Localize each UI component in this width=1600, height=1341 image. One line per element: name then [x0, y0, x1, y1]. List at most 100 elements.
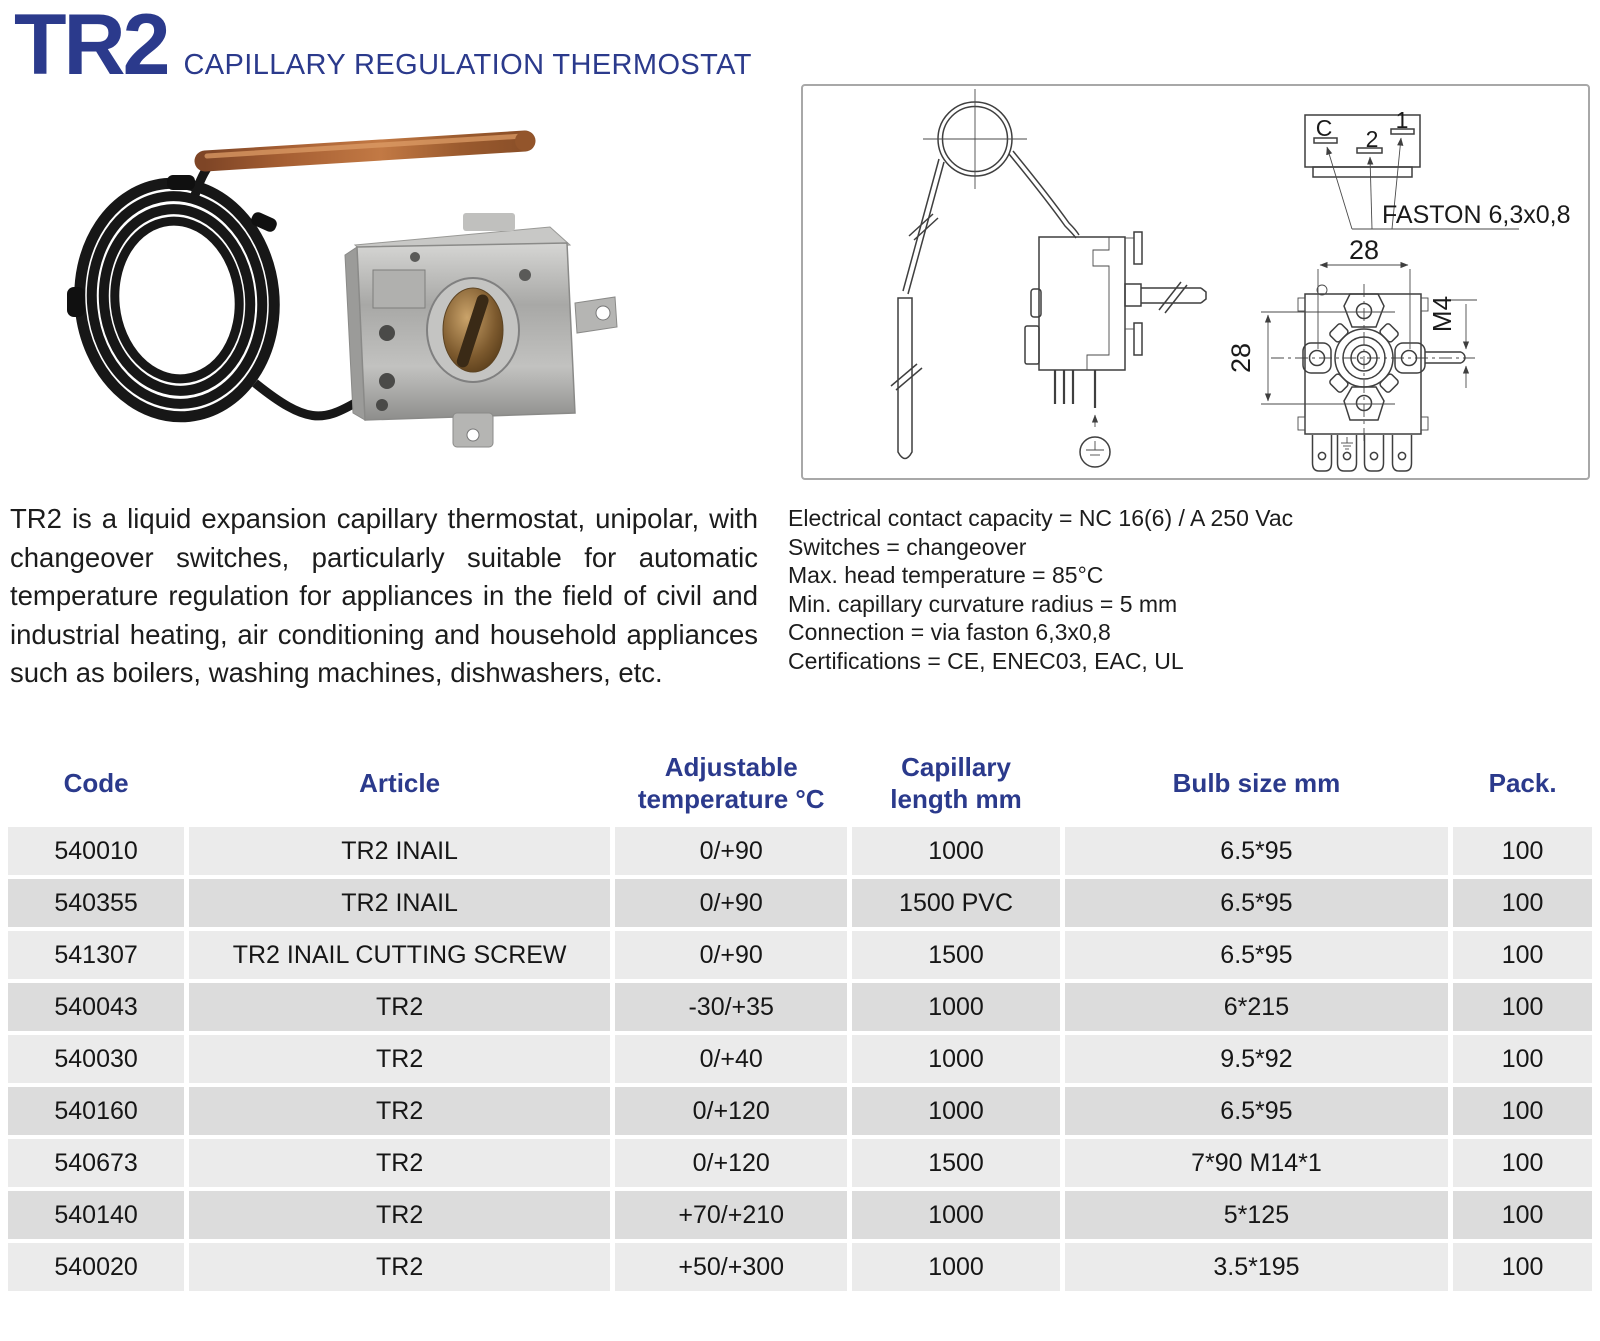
cell-bulb: 6.5*95 — [1064, 879, 1449, 927]
col-header-pack: Pack. — [1453, 745, 1592, 823]
spec-list: Electrical contact capacity = NC 16(6) /… — [788, 504, 1588, 676]
cell-code: 540010 — [8, 827, 185, 875]
cell-bulb: 6*215 — [1064, 983, 1449, 1031]
col-header-article: Article — [189, 745, 611, 823]
product-table: Code Article Adjustable temperature °C C… — [3, 741, 1597, 1295]
cell-temperature: 0/+40 — [615, 1035, 848, 1083]
drawing-front-view: 28 28 M4 — [1226, 235, 1477, 472]
terminal-label-2: 2 — [1366, 126, 1379, 152]
table-row: 540020 TR2 +50/+300 1000 3.5*195 100 — [8, 1243, 1592, 1291]
cell-temperature: 0/+90 — [615, 931, 848, 979]
page-title: TR2 — [14, 0, 170, 93]
cell-capillary: 1500 — [852, 1139, 1060, 1187]
col-header-bulb: Bulb size mm — [1064, 745, 1449, 823]
cell-capillary: 1000 — [852, 827, 1060, 875]
table-row: 540030 TR2 0/+40 1000 9.5*92 100 — [8, 1035, 1592, 1083]
cell-bulb: 9.5*92 — [1064, 1035, 1449, 1083]
cell-article: TR2 — [189, 1139, 611, 1187]
cell-temperature: +70/+210 — [615, 1191, 848, 1239]
cell-capillary: 1000 — [852, 1191, 1060, 1239]
cell-pack: 100 — [1453, 1035, 1592, 1083]
cell-capillary: 1000 — [852, 1087, 1060, 1135]
cell-bulb: 7*90 M14*1 — [1064, 1139, 1449, 1187]
product-photo — [55, 95, 745, 485]
copper-bulb — [194, 130, 536, 172]
table-row: 540010 TR2 INAIL 0/+90 1000 6.5*95 100 — [8, 827, 1592, 875]
table-row: 540673 TR2 0/+120 1500 7*90 M14*1 100 — [8, 1139, 1592, 1187]
cell-code: 540160 — [8, 1087, 185, 1135]
cell-capillary: 1000 — [852, 983, 1060, 1031]
page-subtitle: CAPILLARY REGULATION THERMOSTAT — [183, 49, 752, 81]
terminal-label-1: 1 — [1396, 107, 1409, 133]
cell-temperature: 0/+90 — [615, 879, 848, 927]
cell-capillary: 1000 — [852, 1243, 1060, 1291]
table-row: 540043 TR2 -30/+35 1000 6*215 100 — [8, 983, 1592, 1031]
cell-pack: 100 — [1453, 879, 1592, 927]
gear-knob — [1329, 323, 1399, 393]
drawing-terminal-view: C 2 1 FASTON 6,3x0,8 — [1304, 107, 1571, 230]
cell-article: TR2 INAIL — [189, 879, 611, 927]
table-header-row: Code Article Adjustable temperature °C C… — [8, 745, 1592, 823]
cell-capillary: 1000 — [852, 1035, 1060, 1083]
cell-code: 540030 — [8, 1035, 185, 1083]
table-row: 540355 TR2 INAIL 0/+90 1500 PVC 6.5*95 1… — [8, 879, 1592, 927]
drawing-capillary-coil — [890, 89, 1080, 460]
cell-temperature: +50/+300 — [615, 1243, 848, 1291]
thermostat-body — [344, 213, 618, 448]
cell-bulb: 6.5*95 — [1064, 827, 1449, 875]
cell-code: 540140 — [8, 1191, 185, 1239]
thread-label-m4: M4 — [1427, 296, 1457, 332]
col-header-temperature: Adjustable temperature °C — [615, 745, 848, 823]
cell-pack: 100 — [1453, 1191, 1592, 1239]
cell-pack: 100 — [1453, 931, 1592, 979]
cell-bulb: 6.5*95 — [1064, 931, 1449, 979]
cell-pack: 100 — [1453, 827, 1592, 875]
spec-line: Certifications = CE, ENEC03, EAC, UL — [788, 647, 1184, 674]
ground-icon — [1079, 436, 1111, 468]
cell-article: TR2 — [189, 1243, 611, 1291]
cell-article: TR2 INAIL — [189, 827, 611, 875]
ground-mark-icon — [1341, 437, 1353, 450]
cell-temperature: -30/+35 — [615, 983, 848, 1031]
cell-article: TR2 — [189, 1087, 611, 1135]
cell-pack: 100 — [1453, 1243, 1592, 1291]
cell-temperature: 0/+120 — [615, 1087, 848, 1135]
cell-pack: 100 — [1453, 1139, 1592, 1187]
drawing-side-view — [1024, 231, 1207, 468]
cell-pack: 100 — [1453, 983, 1592, 1031]
cell-article: TR2 — [189, 983, 611, 1031]
col-header-code: Code — [8, 745, 185, 823]
product-description: TR2 is a liquid expansion capillary ther… — [10, 503, 758, 688]
spec-line: Connection = via faston 6,3x0,8 — [788, 619, 1111, 646]
cell-code: 540020 — [8, 1243, 185, 1291]
cell-pack: 100 — [1453, 1087, 1592, 1135]
dim-height-label: 28 — [1226, 343, 1256, 373]
cell-bulb: 3.5*195 — [1064, 1243, 1449, 1291]
dim-width-label: 28 — [1349, 235, 1379, 265]
drawing-bulb — [897, 297, 913, 460]
col-header-capillary: Capillary length mm — [852, 745, 1060, 823]
spec-line: Switches = changeover — [788, 533, 1027, 560]
cell-code: 540673 — [8, 1139, 185, 1187]
cell-temperature: 0/+90 — [615, 827, 848, 875]
spec-line: Max. head temperature = 85°C — [788, 562, 1104, 589]
cell-capillary: 1500 — [852, 931, 1060, 979]
table-row: 541307 TR2 INAIL CUTTING SCREW 0/+90 150… — [8, 931, 1592, 979]
cell-bulb: 6.5*95 — [1064, 1087, 1449, 1135]
cell-bulb: 5*125 — [1064, 1191, 1449, 1239]
spec-line: Min. capillary curvature radius = 5 mm — [788, 590, 1178, 617]
table-row: 540140 TR2 +70/+210 1000 5*125 100 — [8, 1191, 1592, 1239]
technical-drawing-svg: C 2 1 FASTON 6,3x0,8 — [890, 89, 1571, 472]
technical-drawing-box: C 2 1 FASTON 6,3x0,8 — [801, 84, 1590, 480]
faston-label: FASTON 6,3x0,8 — [1382, 201, 1571, 229]
cell-code: 540355 — [8, 879, 185, 927]
product-photo-illustration — [67, 130, 618, 448]
cell-code: 540043 — [8, 983, 185, 1031]
capillary-coil — [67, 152, 358, 423]
cell-article: TR2 INAIL CUTTING SCREW — [189, 931, 611, 979]
cell-article: TR2 — [189, 1191, 611, 1239]
cell-article: TR2 — [189, 1035, 611, 1083]
cell-capillary: 1500 PVC — [852, 879, 1060, 927]
table-row: 540160 TR2 0/+120 1000 6.5*95 100 — [8, 1087, 1592, 1135]
cell-code: 541307 — [8, 931, 185, 979]
